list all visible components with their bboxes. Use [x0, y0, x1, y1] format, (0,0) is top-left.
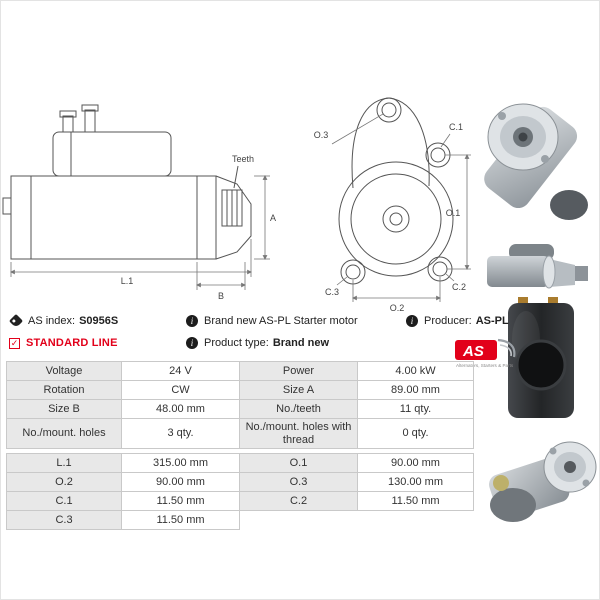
- starter-front-view-drawing: [338, 97, 454, 285]
- spec-value-cell: 11.50 mm: [121, 491, 240, 511]
- spec-value-cell: [357, 510, 474, 530]
- side-view-dimension-lines: [10, 175, 270, 290]
- producer-value: AS-PL: [475, 315, 509, 327]
- product-description-block: i Brand new AS-PL Starter motor i Produc…: [186, 315, 404, 359]
- spec-label-cell: L.1: [6, 453, 122, 473]
- product-line-row: ✓ STANDARD LINE: [9, 337, 181, 349]
- product-type-label: Product type:: [204, 337, 269, 349]
- product-id-block: AS index: S0956S ✓ STANDARD LINE: [8, 313, 181, 359]
- spec-value-cell: 11.50 mm: [357, 491, 474, 511]
- spec-label-cell: Rotation: [6, 380, 122, 400]
- front-view-dimension-lines: [331, 113, 471, 302]
- producer-block: i Producer: AS-PL AS Alternators, Starte…: [406, 315, 596, 374]
- spec-value-cell: 3 qty.: [121, 417, 240, 450]
- spec-label-cell: C.3: [6, 510, 122, 530]
- spec-value-cell: 0 qty.: [357, 417, 474, 450]
- spec-value-cell: CW: [121, 380, 240, 400]
- description-row: i Brand new AS-PL Starter motor: [186, 315, 404, 327]
- spec-value-cell: 11.50 mm: [121, 510, 240, 530]
- spec-label-cell: Size B: [6, 399, 122, 419]
- dim-label-b: B: [218, 291, 224, 301]
- spec-label-cell: O.1: [239, 453, 358, 473]
- spec-label-cell: O.2: [6, 472, 122, 492]
- product-type-value: Brand new: [272, 337, 330, 349]
- spec-label-cell: C.2: [239, 491, 358, 511]
- spec-label-cell: [239, 510, 358, 530]
- logo-tagline: Alternators, Starters & Parts: [456, 363, 514, 368]
- spec-value-cell: 130.00 mm: [357, 472, 474, 492]
- spec-label-cell: No./mount. holes with thread: [239, 417, 358, 450]
- spec-label-cell: C.1: [6, 491, 122, 511]
- product-description: Brand new AS-PL Starter motor: [204, 315, 358, 327]
- spec-label-cell: Size A: [239, 380, 358, 400]
- brand-logo: AS Alternators, Starters & Parts: [454, 337, 596, 374]
- starter-rear-angled-photo: [489, 441, 597, 522]
- spec-value-cell: 24 V: [121, 361, 240, 381]
- technical-drawing: Teeth L.1 B A: [2, 97, 471, 313]
- spec-value-cell: 90.00 mm: [357, 453, 474, 473]
- dim-label-o2: O.2: [390, 303, 405, 313]
- spec-value-cell: 11 qty.: [357, 399, 474, 419]
- spec-value-cell: 4.00 kW: [357, 361, 474, 381]
- dim-label-o3: O.3: [314, 130, 329, 140]
- as-index-value: S0956S: [79, 315, 119, 327]
- starter-front-angled-photo: [484, 103, 588, 220]
- tag-icon: [8, 313, 24, 329]
- spec-label-cell: Voltage: [6, 361, 122, 381]
- dim-label-teeth: Teeth: [232, 154, 254, 164]
- producer-label: Producer:: [424, 315, 472, 327]
- info-icon: i: [406, 315, 418, 327]
- standard-line-label: STANDARD LINE: [26, 337, 118, 349]
- spec-value-cell: 315.00 mm: [121, 453, 240, 473]
- spec-label-cell: O.3: [239, 472, 358, 492]
- dim-label-a: A: [270, 213, 276, 223]
- spec-label-cell: Power: [239, 361, 358, 381]
- dim-label-c1: C.1: [449, 122, 463, 132]
- dim-label-c2: C.2: [452, 282, 466, 292]
- as-index-row: AS index: S0956S: [8, 313, 181, 329]
- spec-value-cell: 48.00 mm: [121, 399, 240, 419]
- spec-label-cell: No./mount. holes: [6, 417, 122, 450]
- starter-side-view-drawing: [2, 104, 252, 260]
- info-icon: i: [186, 337, 198, 349]
- producer-row: i Producer: AS-PL: [406, 315, 596, 327]
- starter-side-photo: [487, 244, 588, 289]
- solenoid-closeup-photo: [508, 297, 574, 418]
- spec-label-cell: No./teeth: [239, 399, 358, 419]
- dim-label-o1: O.1: [446, 208, 461, 218]
- checkbox-checked-icon: ✓: [9, 337, 20, 349]
- spec-value-cell: 89.00 mm: [357, 380, 474, 400]
- as-index-label: AS index:: [28, 315, 76, 327]
- spec-value-cell: 90.00 mm: [121, 472, 240, 492]
- info-icon: i: [186, 315, 198, 327]
- dim-label-c3: C.3: [325, 287, 339, 297]
- logo-as-text: AS: [462, 343, 484, 360]
- product-type-row: i Product type: Brand new: [186, 337, 404, 349]
- dim-label-l1: L.1: [121, 276, 134, 286]
